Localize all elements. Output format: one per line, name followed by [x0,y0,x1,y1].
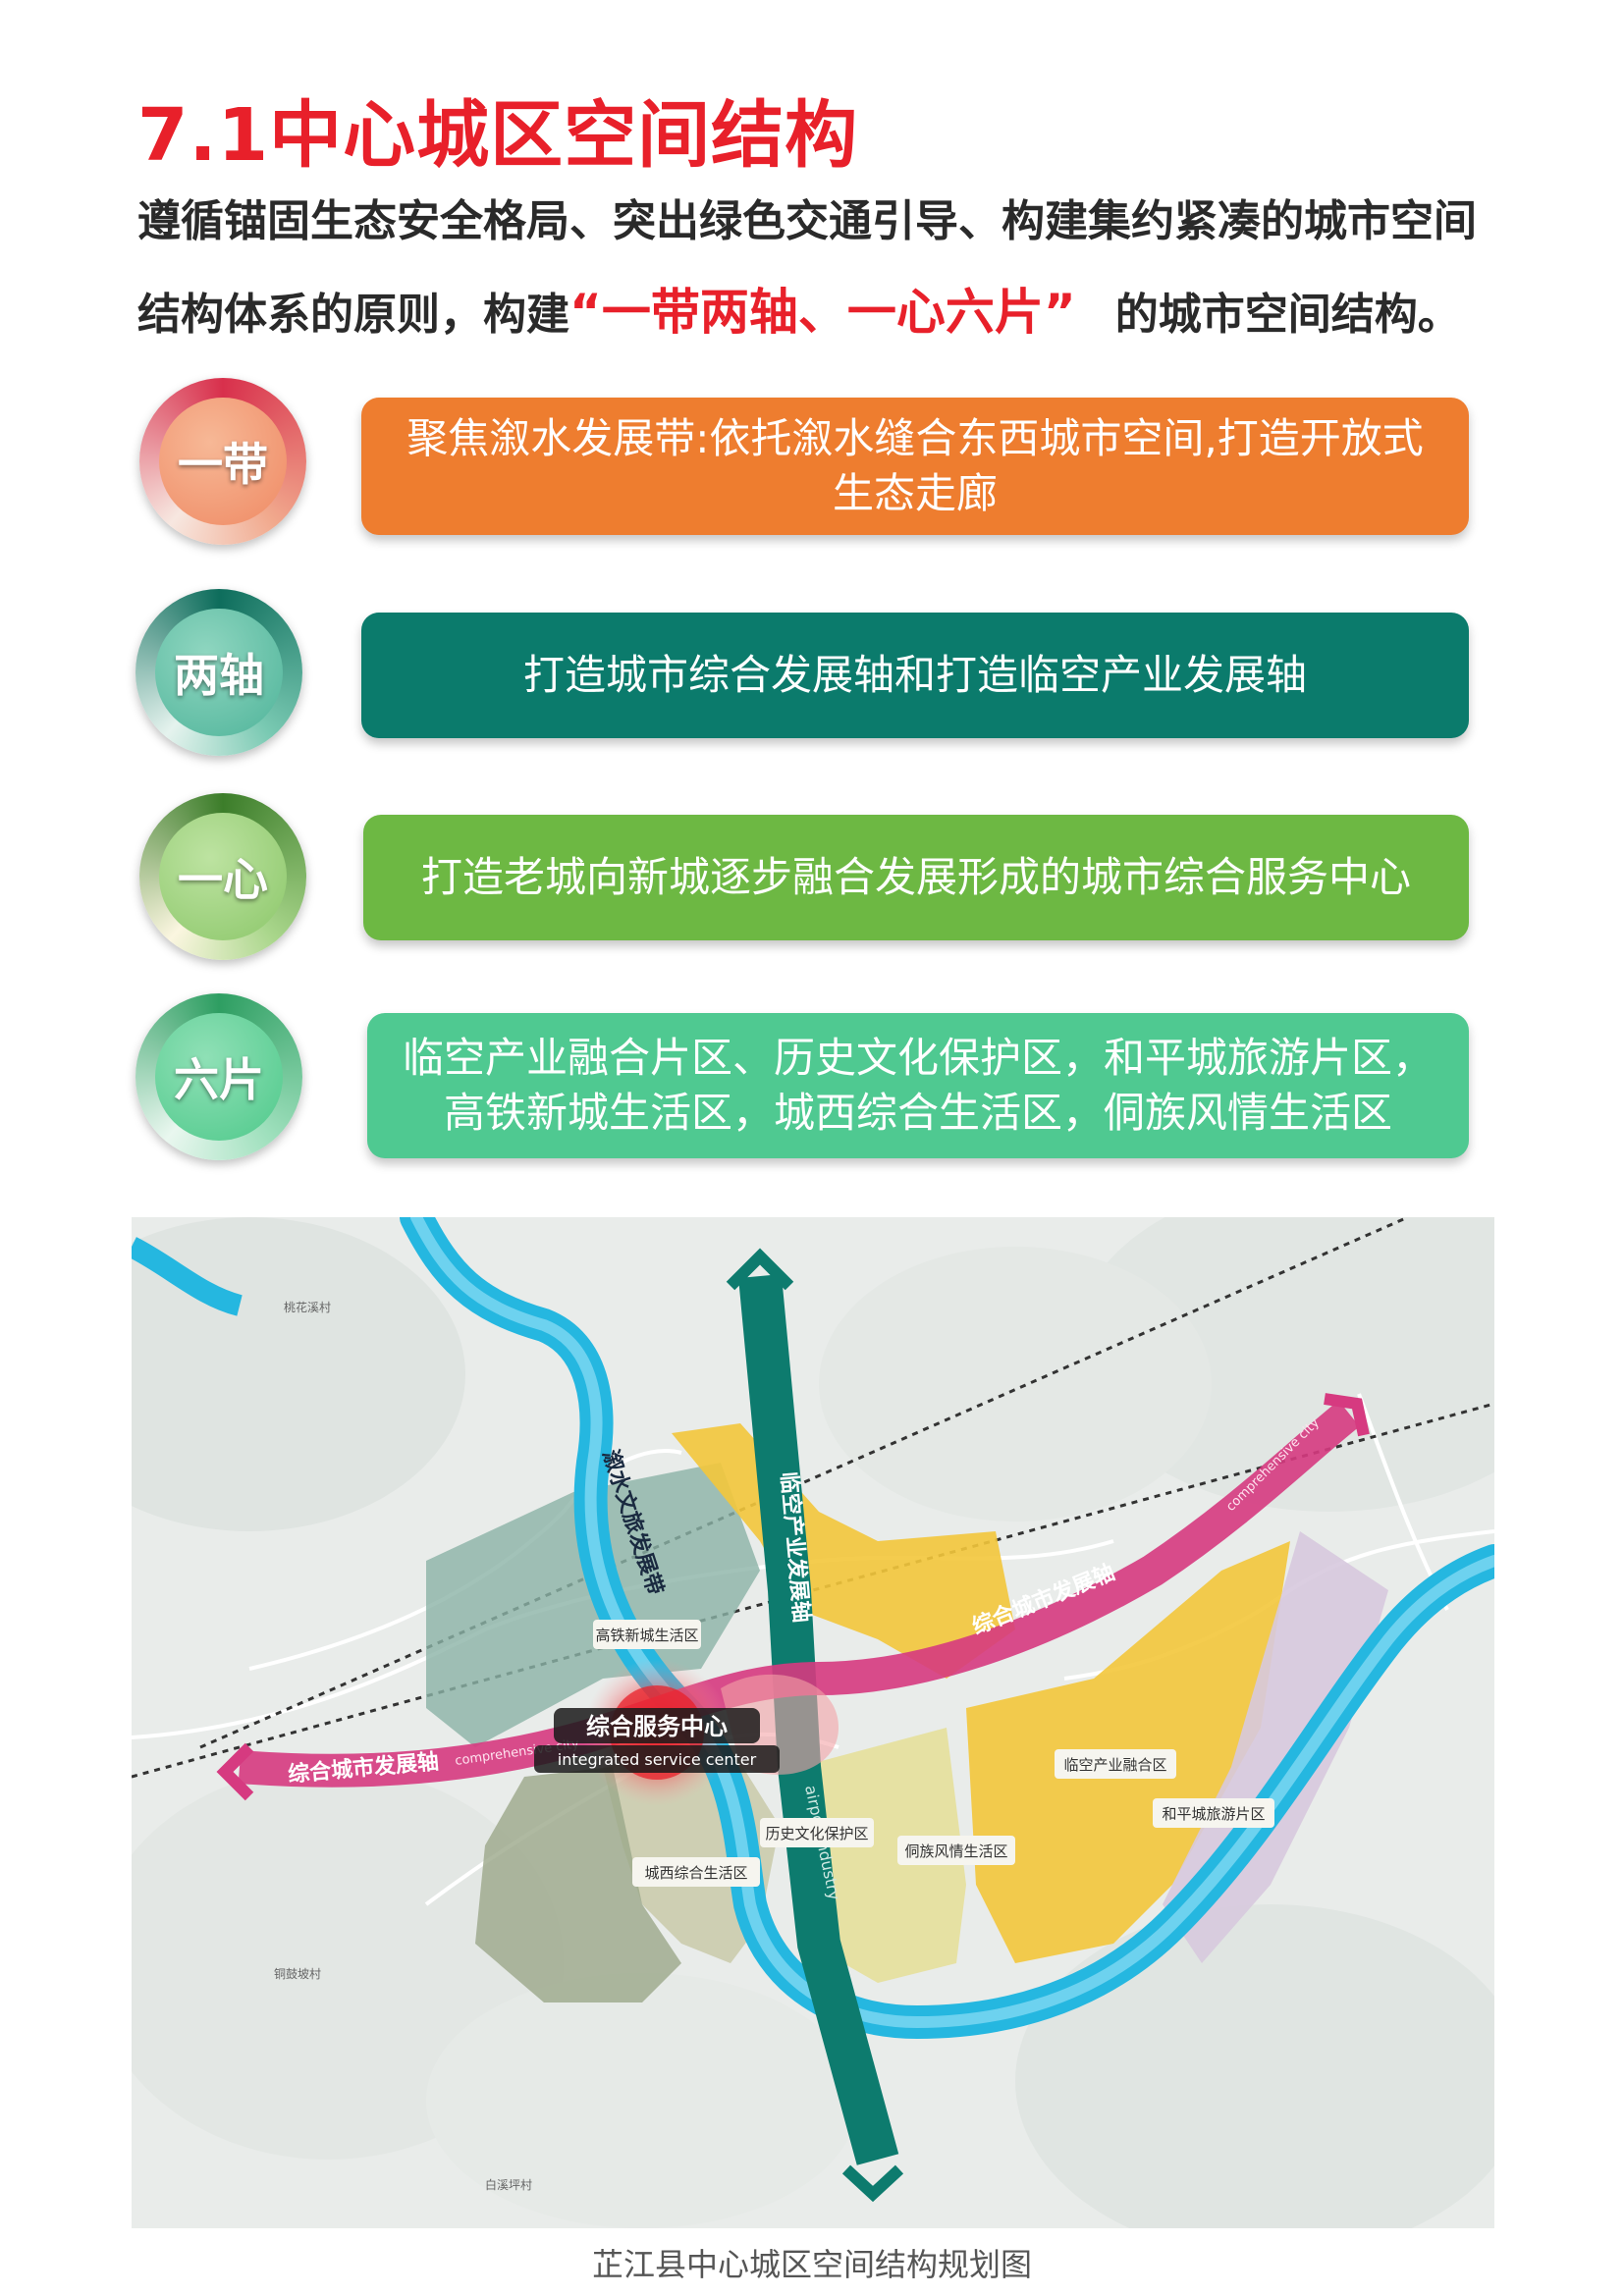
badge-circle: 一心 [139,793,306,960]
center-label-en: integrated service center [558,1750,757,1769]
axes-description-line-1: 打造城市综合发展轴和打造临空产业发展轴 [522,651,1307,699]
zone-label-bg [1055,1749,1176,1779]
axis-arrow-east [1324,1393,1370,1437]
center-label-en-bg [534,1745,780,1773]
intro-paragraph: 遵循锚固生态安全格局、突出绿色交通引导、构建集约紧凑的城市空间 结构体系的原则，… [137,177,1532,360]
zone-label: 临空产业融合区 [1063,1756,1166,1774]
hill-shading [819,1247,1212,1522]
zone-label: 历史文化保护区 [765,1825,868,1842]
structure-item-center: 一心 打造老城向新城逐步融合发展形成的城市综合服务中心 [0,793,1624,989]
zone-label-bg [760,1818,874,1847]
districts-description-line-2: 高铁新城生活区，城西综合生活区，侗族风情生活区 [443,1089,1392,1137]
badge-circle: 一带 [139,378,306,545]
intro-line-1: 遵循锚固生态安全格局、突出绿色交通引导、构建集约紧凑的城市空间 [137,196,1477,246]
belt-description-line-2: 生态走廊 [832,469,998,517]
structure-item-districts: 六片 临空产业融合片区、历史文化保护区，和平城旅游片区， 高铁新城生活区，城西综… [0,993,1624,1190]
axis-arrow-north [726,1248,794,1291]
badge-label: 两轴 [155,609,283,736]
zone-north-yellow [672,1423,1015,1679]
center-label-bg [554,1708,760,1743]
zone-high-speed-rail-new-city [426,1463,760,1747]
zone-label-bg [1153,1798,1274,1828]
zone-label: 城西综合生活区 [644,1864,747,1882]
badge-label: 六片 [155,1013,283,1141]
structure-map: 桃花溪村 铜鼓坡村 白溪坪村 溆水文旅发展带 临空产业发展轴 airportin… [132,1217,1494,2228]
zone-west-city [475,1767,681,2002]
comprehensive-city-axis [238,1400,1360,1788]
river-branch [132,1237,244,1316]
zone-label: 高铁新城生活区 [595,1627,698,1644]
center-label-cn: 综合服务中心 [586,1713,728,1740]
badge-circle: 六片 [135,993,302,1160]
badge-label: 一心 [159,813,287,940]
zone-label: 和平城旅游片区 [1162,1805,1265,1823]
zone-label: 侗族风情生活区 [904,1842,1007,1860]
river-highlight [410,1217,1494,2029]
zone-label-bg [632,1857,760,1887]
intro-line-2-post: 的城市空间结构。 [1114,290,1461,340]
axis-arrow-west [216,1742,254,1801]
railway-line [199,1217,1409,1749]
hill-shading [426,1973,858,2228]
badge-label: 一带 [159,398,287,525]
badge-circle: 两轴 [135,589,302,756]
intro-highlight: “一带两轴、一心六片” [569,284,1076,341]
intro-line-2-pre: 结构体系的原则，构建 [137,290,569,340]
village-label: 桃花溪村 [284,1300,331,1314]
center-description: 打造老城向新城逐步融合发展形成的城市综合服务中心 [363,815,1469,940]
zone-label-bg [897,1836,1015,1865]
belt-description-line-1: 聚焦溆水发展带:依托溆水缝合东西城市空间,打造开放式 [406,414,1424,462]
zone-label-bg [593,1620,701,1649]
structure-item-axes: 两轴 打造城市综合发展轴和打造临空产业发展轴 [0,589,1624,785]
map-caption: 芷江县中心城区空间结构规划图 [591,2246,1032,2283]
structure-map-svg: 桃花溪村 铜鼓坡村 白溪坪村 溆水文旅发展带 临空产业发展轴 airportin… [132,1217,1494,2228]
districts-description: 临空产业融合片区、历史文化保护区，和平城旅游片区， 高铁新城生活区，城西综合生活… [367,1013,1469,1158]
center-description-line-1: 打造老城向新城逐步融合发展形成的城市综合服务中心 [420,853,1411,901]
village-label: 白溪坪村 [485,2177,532,2192]
axes-description: 打造城市综合发展轴和打造临空产业发展轴 [361,613,1469,738]
hill-shading [1015,1904,1494,2228]
districts-description-line-1: 临空产业融合片区、历史文化保护区，和平城旅游片区， [402,1034,1434,1082]
village-label: 铜鼓坡村 [274,1966,321,1981]
structure-item-belt: 一带 聚焦溆水发展带:依托溆水缝合东西城市空间,打造开放式 生态走廊 [0,378,1624,574]
belt-description: 聚焦溆水发展带:依托溆水缝合东西城市空间,打造开放式 生态走廊 [361,398,1469,535]
intro-line-2: 结构体系的原则，构建“一带两轴、一心六片” 的城市空间结构。 [137,267,1532,360]
page-title: 7.1中心城区空间结构 [137,93,859,178]
axis-arrow-south [841,2164,904,2203]
